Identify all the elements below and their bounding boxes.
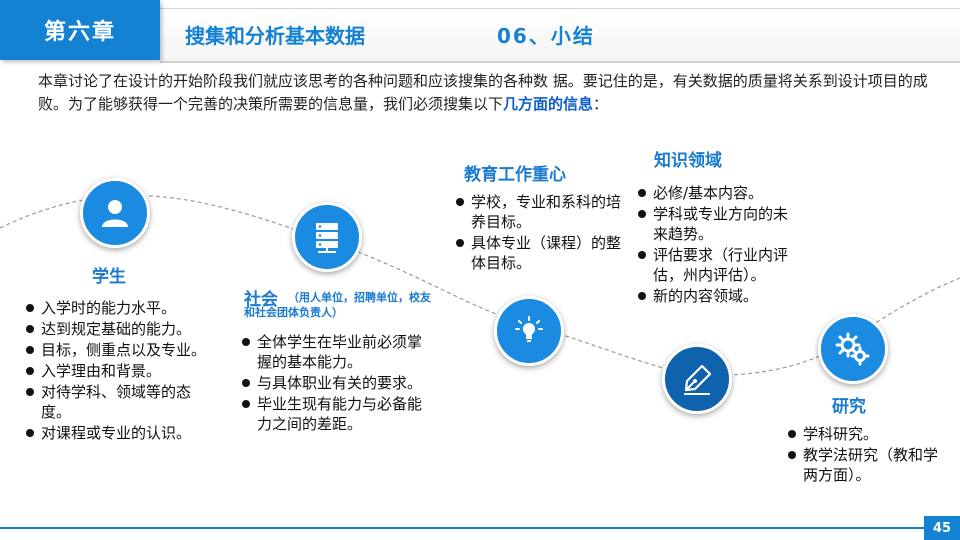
list-item: 教学法研究（教和学两方面）。 (786, 445, 946, 485)
title-bar (160, 8, 960, 63)
person-icon (102, 200, 128, 227)
list-item: 毕业生现有能力与必备能力之间的差距。 (240, 394, 430, 434)
intro-end: ： (593, 95, 609, 113)
society-note: （用人单位，招聘单位，校友和社会团体负责人） (244, 291, 431, 319)
list-item: 入学理由和背景。 (24, 361, 220, 381)
page-number: 45 (924, 516, 960, 540)
knowledge-list: 必修/基本内容。学科或专业方向的未来趋势。评估要求（行业内评估，州内评估）。新的… (636, 183, 792, 307)
education-heading: 教育工作重心 (464, 165, 566, 185)
list-item: 学校，专业和系科的培养目标。 (454, 192, 630, 232)
list-item: 目标，侧重点以及专业。 (24, 340, 220, 360)
list-item: 入学时的能力水平。 (24, 298, 220, 318)
research-heading: 研究 (832, 397, 866, 417)
gears-icon (835, 332, 870, 366)
server-icon (316, 223, 338, 253)
list-item: 必修/基本内容。 (636, 183, 792, 203)
knowledge-heading: 知识领域 (654, 151, 722, 171)
list-item: 具体专业（课程）的整体目标。 (454, 233, 630, 273)
research-circle (818, 314, 888, 384)
knowledge-circle (662, 344, 732, 414)
list-item: 学科或专业方向的未来趋势。 (636, 204, 792, 244)
page-title: 搜集和分析基本数据 (185, 24, 365, 48)
society-list: 全体学生在毕业前必须掌握的基本能力。与具体职业有关的要求。毕业生现有能力与必备能… (240, 332, 430, 435)
list-item: 新的内容领域。 (636, 286, 792, 306)
student-heading: 学生 (92, 267, 126, 287)
list-item: 达到规定基础的能力。 (24, 319, 220, 339)
research-list: 学科研究。教学法研究（教和学两方面）。 (786, 424, 946, 486)
list-item: 评估要求（行业内评估，州内评估）。 (636, 245, 792, 285)
list-item: 对待学科、领域等的态度。 (24, 382, 220, 422)
section-title: 06、小结 (497, 24, 595, 48)
student-circle (80, 178, 150, 248)
lightbulb-icon (515, 316, 543, 342)
intro-paragraph: 本章讨论了在设计的开始阶段我们就应该思考的各种问题和应该搜集的各种数 据。要记住… (38, 70, 943, 116)
society-circle (292, 202, 362, 272)
list-item: 对课程或专业的认识。 (24, 423, 220, 443)
footer-line (0, 527, 924, 529)
list-item: 学科研究。 (786, 424, 946, 444)
intro-text: 本章讨论了在设计的开始阶段我们就应该思考的各种问题和应该搜集的各种数 据。要记住… (38, 72, 928, 113)
list-item: 与具体职业有关的要求。 (240, 373, 430, 393)
education-circle (494, 296, 564, 366)
education-list: 学校，专业和系科的培养目标。具体专业（课程）的整体目标。 (454, 192, 630, 274)
student-list: 入学时的能力水平。达到规定基础的能力。目标，侧重点以及专业。入学理由和背景。对待… (24, 298, 220, 444)
society-heading: 社会 (244, 290, 278, 310)
chapter-tag: 第六章 (0, 0, 160, 60)
list-item: 全体学生在毕业前必须掌握的基本能力。 (240, 332, 430, 372)
pen-icon (684, 364, 712, 395)
intro-highlight: 几方面的信息 (503, 95, 594, 113)
